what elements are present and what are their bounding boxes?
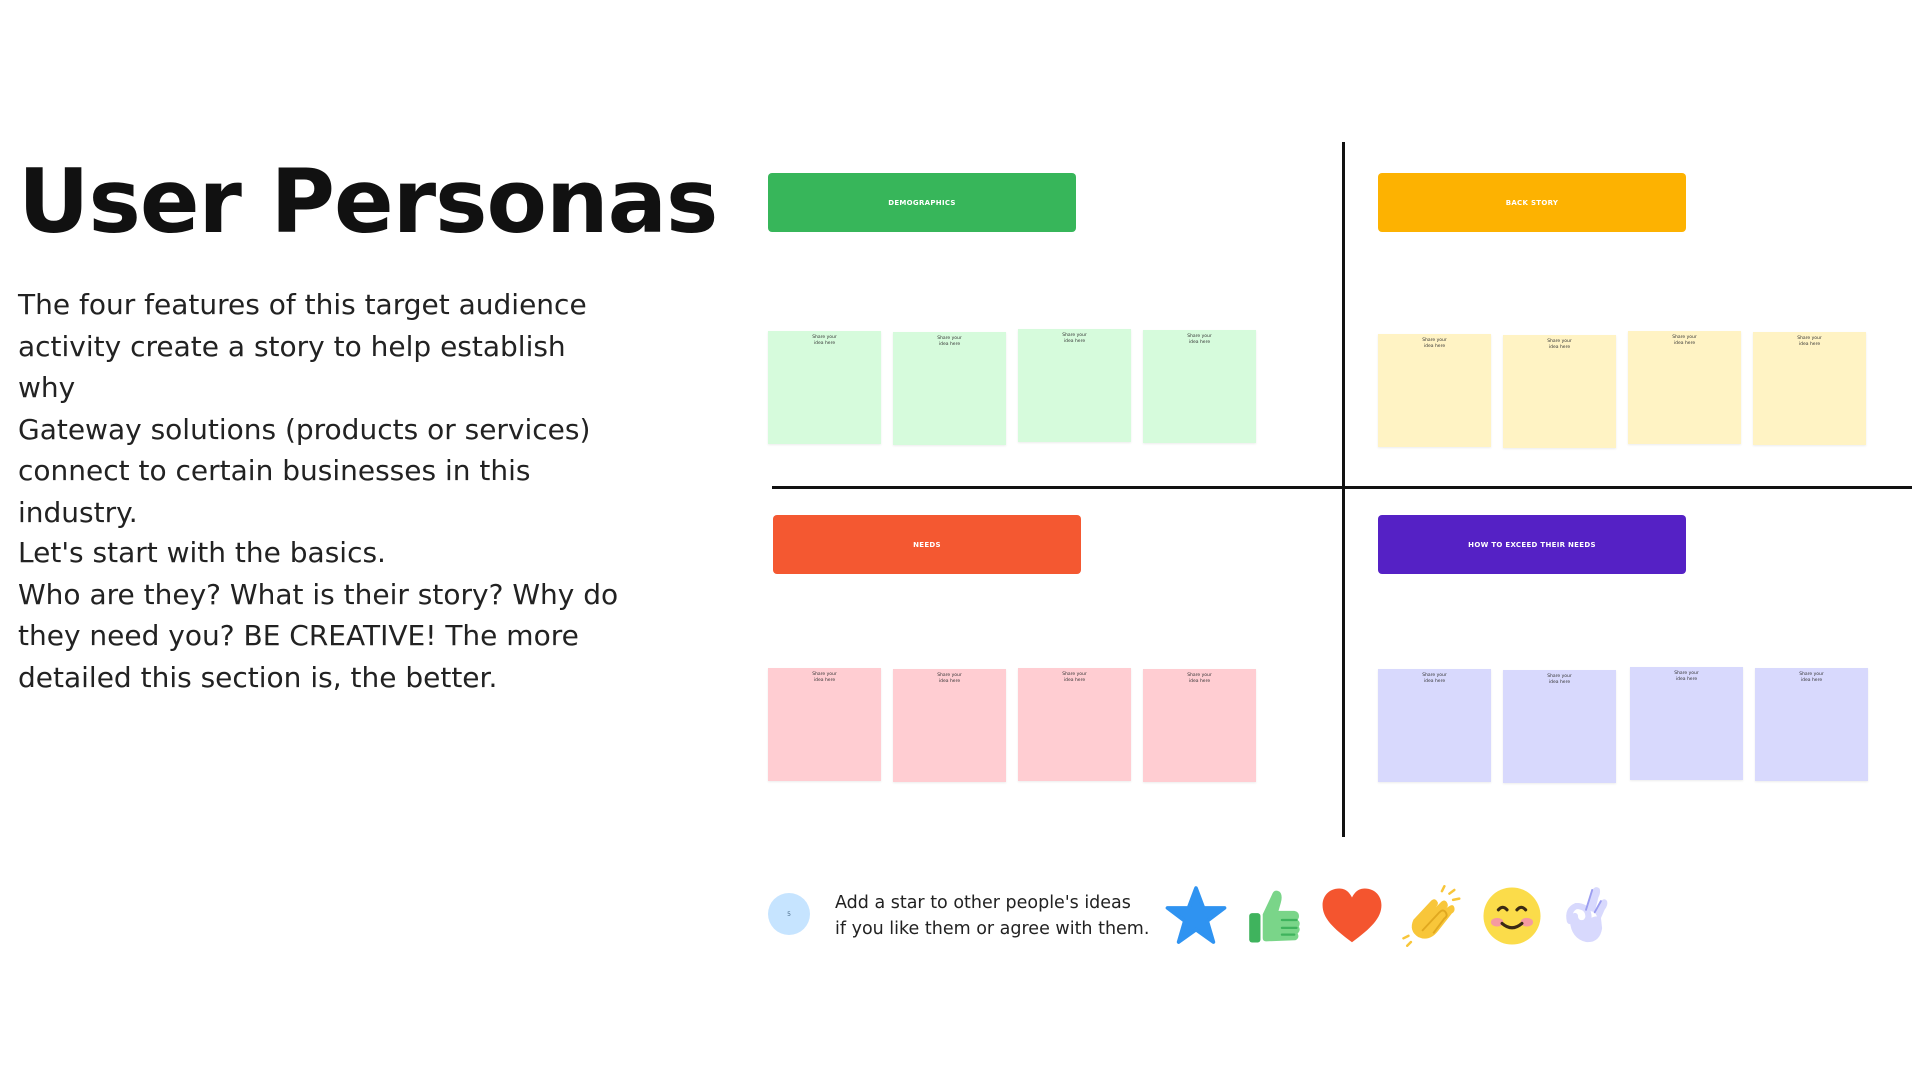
- sticky-text: Share your: [1799, 672, 1824, 677]
- intro-line: connect to certain businesses in this: [18, 454, 531, 487]
- sticky-text: idea here: [1423, 679, 1446, 684]
- star-icon[interactable]: [1164, 884, 1228, 948]
- sticky-text: idea here: [1548, 680, 1571, 685]
- sticky-text: Share your: [1547, 674, 1572, 679]
- thumbs-up-icon[interactable]: [1242, 884, 1306, 948]
- intro-line: industry.: [18, 495, 138, 529]
- sticky-text: Share your: [1062, 672, 1087, 677]
- intro-paragraph: The four features of this target audienc…: [18, 284, 628, 533]
- prompt-line: Let's start with the basics.: [18, 536, 386, 569]
- exceed-needs-sticky-note[interactable]: Share your idea here: [1378, 669, 1491, 782]
- sticky-text: idea here: [813, 341, 836, 346]
- intro-line: Gateway solutions (products or services): [18, 412, 591, 446]
- clapping-hands-icon[interactable]: [1400, 884, 1464, 948]
- demographics-sticky-note[interactable]: Share your idea here: [893, 332, 1006, 445]
- back-story-header[interactable]: BACK STORY: [1378, 173, 1686, 232]
- sticky-text: Share your: [1547, 339, 1572, 344]
- exceed-needs-sticky-note[interactable]: Share your idea here: [1503, 670, 1616, 783]
- prompt-line: detailed this section is, the better.: [18, 660, 498, 694]
- prompt-line: they need you? BE CREATIVE! The more: [18, 619, 579, 652]
- vertical-divider: [1342, 142, 1345, 837]
- back-story-sticky-note[interactable]: Share your idea here: [1628, 331, 1741, 444]
- sticky-text: Share your: [1797, 336, 1822, 341]
- instruction-line: Add a star to other people's ideas: [835, 893, 1131, 913]
- sticky-text: Share your: [937, 673, 962, 678]
- sticky-text: Share your: [812, 672, 837, 677]
- needs-sticky-note[interactable]: Share your idea here: [1018, 668, 1131, 781]
- sticky-text: idea here: [938, 679, 961, 684]
- horizontal-divider: [772, 486, 1912, 489]
- sticky-text: Share your: [1674, 671, 1699, 676]
- sticky-text: idea here: [813, 678, 836, 683]
- needs-sticky-note[interactable]: Share your idea here: [1143, 669, 1256, 782]
- sticky-text: Share your: [1187, 673, 1212, 678]
- back-story-sticky-note[interactable]: Share your idea here: [1753, 332, 1866, 445]
- prompt-paragraph: Let's start with the basics. Who are the…: [18, 532, 628, 698]
- sticky-text: idea here: [1063, 678, 1086, 683]
- back-story-sticky-note[interactable]: Share your idea here: [1503, 335, 1616, 448]
- star-counter-badge[interactable]: 5: [768, 893, 810, 935]
- prompt-line: Who are they? What is their story? Why d…: [18, 577, 619, 611]
- demographics-sticky-note[interactable]: Share your idea here: [768, 331, 881, 444]
- needs-header[interactable]: NEEDS: [773, 515, 1081, 574]
- sticky-text: idea here: [1188, 679, 1211, 684]
- demographics-sticky-note[interactable]: Share your idea here: [1143, 330, 1256, 443]
- sticky-text: idea here: [1800, 678, 1823, 683]
- sticky-text: Share your: [1062, 333, 1087, 338]
- needs-sticky-note[interactable]: Share your idea here: [768, 668, 881, 781]
- sticky-text: Share your: [812, 335, 837, 340]
- sticky-text: Share your: [1187, 334, 1212, 339]
- needs-sticky-note[interactable]: Share your idea here: [893, 669, 1006, 782]
- sticky-text: idea here: [1673, 341, 1696, 346]
- exceed-needs-sticky-note[interactable]: Share your idea here: [1755, 668, 1868, 781]
- demographics-header[interactable]: DEMOGRAPHICS: [768, 173, 1076, 232]
- sticky-text: Share your: [1422, 338, 1447, 343]
- sticky-text: idea here: [938, 342, 961, 347]
- instruction-line: if you like them or agree with them.: [835, 919, 1150, 939]
- demographics-sticky-note[interactable]: Share your idea here: [1018, 329, 1131, 442]
- smiling-face-icon[interactable]: [1480, 884, 1544, 948]
- ok-hand-icon[interactable]: [1554, 884, 1618, 948]
- heart-icon[interactable]: [1320, 884, 1384, 948]
- sticky-text: idea here: [1063, 339, 1086, 344]
- sticky-text: Share your: [1672, 335, 1697, 340]
- voting-instructions: Add a star to other people's ideas if yo…: [835, 890, 1149, 942]
- back-story-sticky-note[interactable]: Share your idea here: [1378, 334, 1491, 447]
- page-title: User Personas: [18, 150, 718, 253]
- exceed-needs-sticky-note[interactable]: Share your idea here: [1630, 667, 1743, 780]
- sticky-text: idea here: [1423, 344, 1446, 349]
- sticky-text: idea here: [1798, 342, 1821, 347]
- sticky-text: Share your: [937, 336, 962, 341]
- intro-line: The four features of this target audienc…: [18, 288, 587, 321]
- sticky-text: Share your: [1422, 673, 1447, 678]
- sticky-text: idea here: [1548, 345, 1571, 350]
- sticky-text: idea here: [1675, 677, 1698, 682]
- exceed-needs-header[interactable]: HOW TO EXCEED THEIR NEEDS: [1378, 515, 1686, 574]
- intro-line: activity create a story to help establis…: [18, 329, 566, 405]
- sticky-text: idea here: [1188, 340, 1211, 345]
